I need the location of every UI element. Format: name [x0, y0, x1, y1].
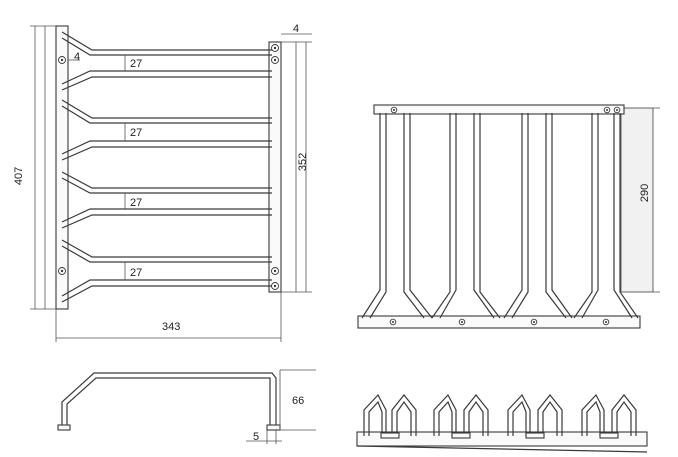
dim-overall-width: 343 — [55, 292, 282, 342]
dim-foot-label: 5 — [253, 431, 259, 443]
dim-spacing-label: 352 — [297, 153, 309, 171]
dim-length-label: 290 — [639, 184, 651, 202]
dim-wall-gap: 4 — [281, 23, 312, 35]
dim-pitch-label-2: 27 — [130, 127, 142, 139]
side-foot-right — [266, 424, 281, 431]
dim-pitch-label-1: 27 — [130, 58, 142, 70]
dim-tube-offset-label: 4 — [74, 51, 80, 63]
dim-wall-gap-label: 4 — [293, 23, 299, 35]
side-foot-left — [57, 424, 71, 431]
top-view-tubes — [361, 113, 639, 319]
side-view: 66 5 — [57, 369, 316, 444]
dim-tube-offset: 4 — [68, 51, 80, 63]
wall-slab — [620, 107, 654, 293]
dim-overall-height: 407 — [13, 25, 56, 310]
dim-pitch-label-3: 27 — [130, 197, 142, 209]
end-view — [356, 393, 648, 453]
left-mount-bar — [55, 25, 69, 310]
dim-pitch-group: 27 27 27 27 — [124, 55, 142, 280]
end-view-hooks — [363, 393, 637, 439]
dim-depth-label: 66 — [292, 395, 304, 407]
right-mount-bar — [268, 41, 282, 293]
dim-mount-spacing: 352 — [281, 41, 312, 293]
end-view-base — [356, 431, 648, 447]
dim-height-label: 407 — [13, 167, 25, 185]
top-view: 290 — [357, 104, 660, 329]
top-plate — [373, 104, 625, 115]
dim-pitch-label-4: 27 — [130, 267, 142, 279]
tube-rails — [61, 31, 272, 303]
bottom-plate — [357, 315, 641, 329]
front-view: 407 352 4 4 27 27 27 — [13, 23, 312, 342]
dim-width-label: 343 — [162, 321, 180, 333]
